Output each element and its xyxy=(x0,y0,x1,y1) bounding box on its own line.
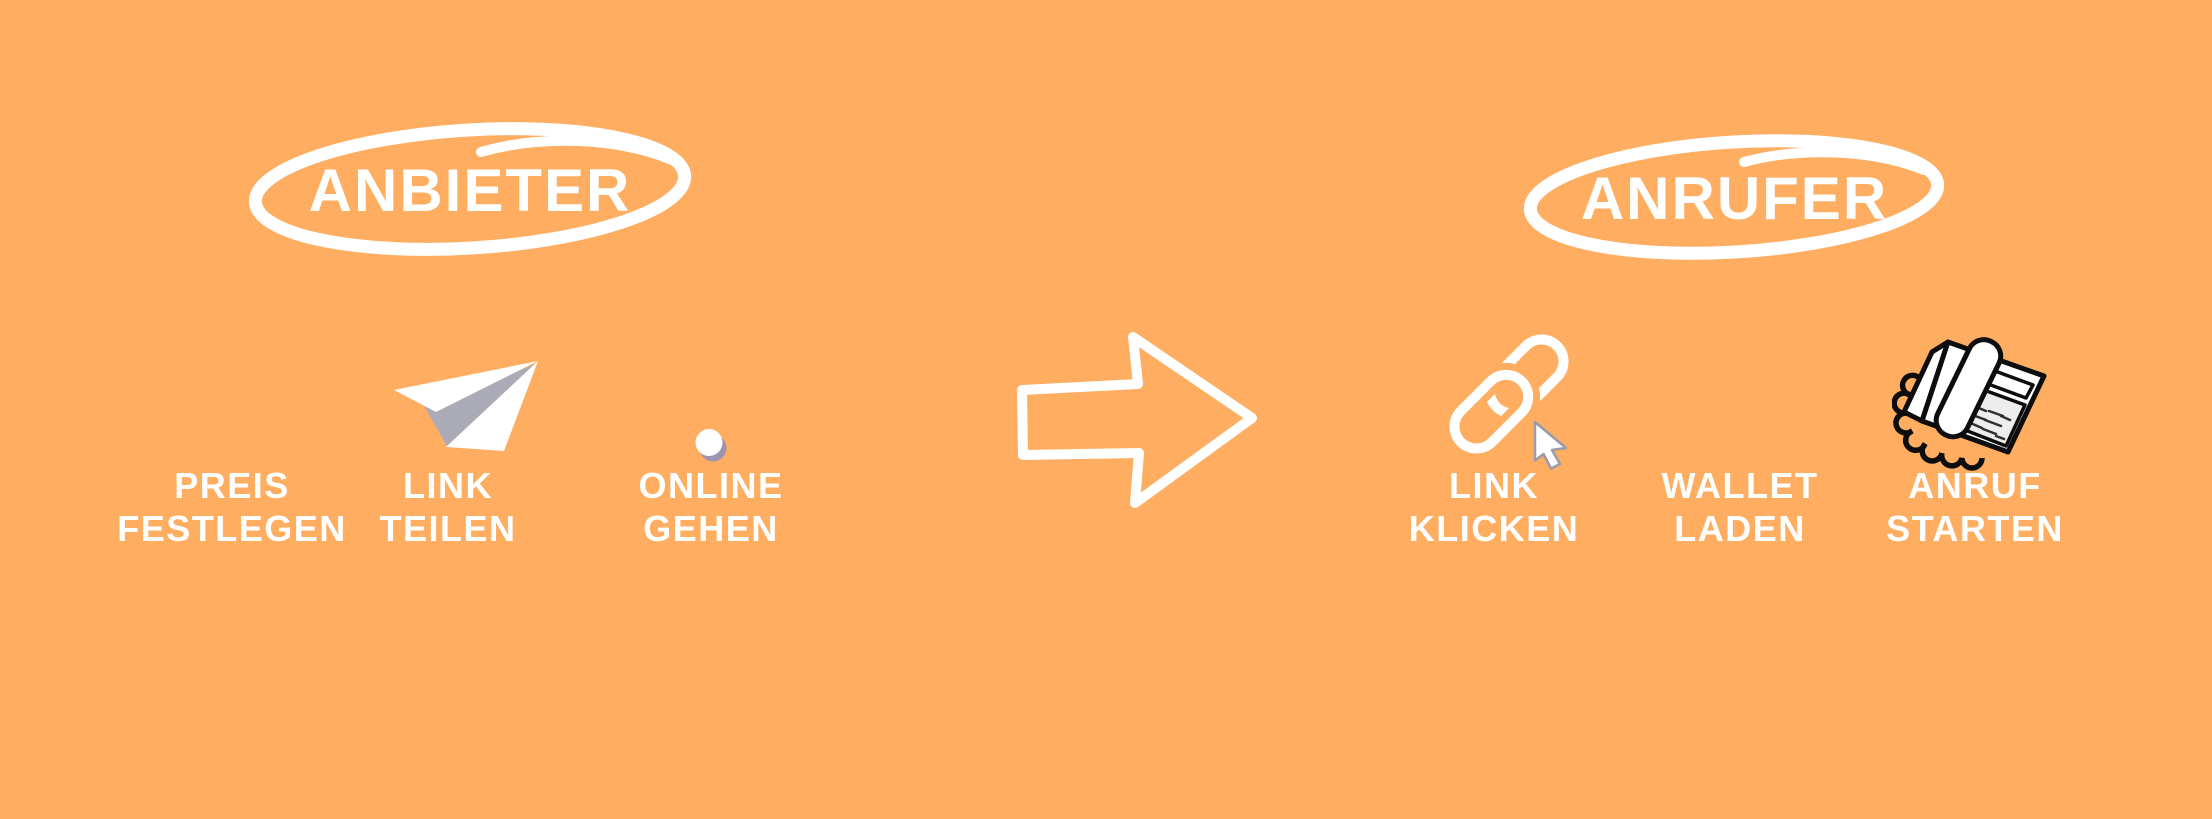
status-dot-icon xyxy=(695,429,727,462)
step-line: TEILEN xyxy=(379,508,517,549)
provider-title: ANBIETER xyxy=(308,156,632,224)
step-label-link-teilen: LINK TEILEN xyxy=(338,464,558,550)
step-line: LADEN xyxy=(1674,508,1806,549)
step-line: FESTLEGEN xyxy=(117,508,347,549)
flow-arrow-right-icon xyxy=(1017,332,1257,508)
paper-plane-icon xyxy=(394,361,538,451)
step-line: ANRUF xyxy=(1908,465,2042,506)
step-line: PREIS xyxy=(174,465,290,506)
step-line: STARTEN xyxy=(1886,508,2064,549)
step-line: KLICKEN xyxy=(1408,508,1580,549)
link-icon xyxy=(1442,334,1569,461)
step-line: ONLINE xyxy=(638,465,784,506)
step-line: WALLET xyxy=(1661,465,1819,506)
caller-title-group: ANRUFER xyxy=(1512,125,1957,265)
step-label-preis-festlegen: PREIS FESTLEGEN xyxy=(72,464,392,550)
step-line: LINK xyxy=(403,465,493,506)
step-line: LINK xyxy=(1449,465,1539,506)
step-label-wallet-laden: WALLET LADEN xyxy=(1600,464,1880,550)
step-line: GEHEN xyxy=(643,508,779,549)
provider-title-group: ANBIETER xyxy=(235,112,705,262)
hand-drawn-oval-icon xyxy=(1523,134,1945,260)
cursor-icon xyxy=(1533,420,1568,470)
telephone-icon xyxy=(1892,337,2047,471)
hand-drawn-oval-icon xyxy=(248,122,692,256)
step-label-anruf-starten: ANRUF STARTEN xyxy=(1835,464,2115,550)
caller-title: ANRUFER xyxy=(1580,164,1889,232)
step-label-link-klicken: LINK KLICKEN xyxy=(1354,464,1634,550)
step-label-online-gehen: ONLINE GEHEN xyxy=(581,464,841,550)
